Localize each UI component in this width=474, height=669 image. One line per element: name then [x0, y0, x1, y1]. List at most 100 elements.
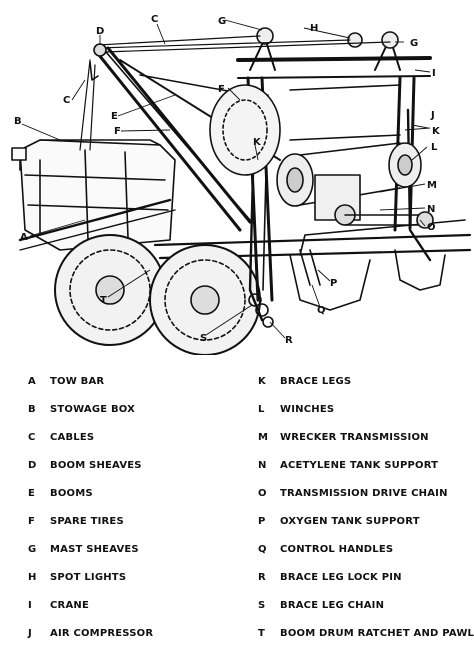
- wrecker-drawing: A B C C D E F F G G H I J K K L M N O P …: [11, 14, 472, 356]
- legend-letter: C: [28, 431, 36, 443]
- legend-label: SPARE TIRES: [50, 515, 124, 527]
- legend-item-booms: E BOOMS: [28, 479, 153, 507]
- callout-m: M: [427, 180, 437, 191]
- legend-item-air-compressor: J AIR COMPRESSOR: [28, 619, 153, 647]
- callout-e: E: [111, 111, 118, 122]
- callout-j: J: [430, 110, 435, 121]
- legend-item-stowage-box: B STOWAGE BOX: [28, 395, 153, 423]
- callout-p: P: [330, 278, 337, 289]
- legend-label: SPOT LIGHTS: [50, 571, 127, 583]
- control-handles: [299, 249, 321, 286]
- legend-letter: F: [28, 515, 36, 527]
- legend-letter: M: [258, 431, 269, 443]
- callout-l: L: [431, 142, 438, 153]
- legend-letter: O: [258, 487, 267, 499]
- legend-item-tow-bar: A TOW BAR: [28, 367, 153, 395]
- leader-lines: [21, 19, 431, 339]
- legend-item-oxygen-tank-support: P OXYGEN TANK SUPPORT: [258, 507, 474, 535]
- legend-letter: J: [28, 627, 32, 639]
- legend-label: TRANSMISSION DRIVE CHAIN: [280, 487, 448, 499]
- legend-item-brace-leg-chain: S BRACE LEG CHAIN: [258, 591, 474, 619]
- legend-label: BOOM DRUM RATCHET AND PAWL: [280, 627, 474, 639]
- legend-letter: B: [28, 403, 36, 415]
- legend-letter: P: [258, 515, 266, 527]
- brace-leg-chain: [248, 293, 274, 328]
- callout-n: N: [427, 204, 435, 215]
- legend-label: CRANE: [50, 599, 89, 611]
- legend-label: ACETYLENE TANK SUPPORT: [280, 459, 439, 471]
- callout-k-left: K: [253, 137, 262, 148]
- legend-label: MAST SHEAVES: [50, 543, 139, 555]
- callout-i: I: [432, 68, 436, 79]
- legend-label: AIR COMPRESSOR: [50, 627, 154, 639]
- callout-f-right: F: [218, 84, 225, 95]
- cables: [79, 35, 391, 151]
- legend-letter: R: [258, 571, 266, 583]
- legend-label: BOOMS: [50, 487, 93, 499]
- legend-letter: K: [258, 375, 266, 387]
- legend-item-wrecker-transmission: M WRECKER TRANSMISSION: [258, 423, 474, 451]
- legend-letter: D: [28, 459, 37, 471]
- callout-a: A: [20, 232, 28, 243]
- callout-labels: A B C C D E F F G G H I J K K L M N O P …: [14, 14, 441, 346]
- legend-letter: H: [28, 571, 37, 583]
- legend-label: BRACE LEGS: [280, 375, 352, 387]
- legend-item-control-handles: Q CONTROL HANDLES: [258, 535, 474, 563]
- callout-d: D: [96, 26, 104, 37]
- callout-h: H: [310, 23, 318, 34]
- callout-c-top: C: [151, 14, 158, 25]
- callout-o: O: [427, 222, 436, 233]
- callout-b: B: [14, 116, 22, 127]
- callout-q: Q: [317, 305, 326, 316]
- legend-letter: T: [258, 627, 266, 639]
- legend-letter: I: [28, 599, 32, 611]
- legend-item-boom-drum-ratchet-and-pawl: T BOOM DRUM RATCHET AND PAWL: [258, 619, 474, 647]
- legend-label: STOWAGE BOX: [50, 403, 136, 415]
- spare-tire: [209, 84, 281, 176]
- callout-c-left: C: [63, 95, 70, 106]
- legend-label: OXYGEN TANK SUPPORT: [280, 515, 420, 527]
- legend-label: CONTROL HANDLES: [280, 543, 394, 555]
- legend-label: WRECKER TRANSMISSION: [280, 431, 429, 443]
- legend-letter: Q: [258, 543, 267, 555]
- legend-letter: E: [28, 487, 36, 499]
- legend-item-brace-legs: K BRACE LEGS: [258, 367, 474, 395]
- legend-letter: S: [258, 599, 266, 611]
- rear-wheels: [54, 234, 261, 356]
- legend-item-winches: L WINCHES: [258, 395, 474, 423]
- legend-letter: A: [28, 375, 36, 387]
- callout-g-right: G: [410, 38, 418, 49]
- parts-legend: A TOW BAR B STOWAGE BOX C CABLES D BOOM SHEA…: [0, 355, 474, 669]
- legend-item-acetylene-tank-support: N ACETYLENE TANK SUPPORT: [258, 451, 474, 479]
- legend-label: TOW BAR: [50, 375, 105, 387]
- legend-item-cables: C CABLES: [28, 423, 153, 451]
- legend-item-brace-leg-lock-pin: R BRACE LEG LOCK PIN: [258, 563, 474, 591]
- legend-item-crane: I CRANE: [28, 591, 153, 619]
- legend-label: BOOM SHEAVES: [50, 459, 142, 471]
- legend-label: BRACE LEG LOCK PIN: [280, 571, 402, 583]
- legend-item-spot-lights: H SPOT LIGHTS: [28, 563, 153, 591]
- legend-item-mast-sheaves: G MAST SHEAVES: [28, 535, 153, 563]
- callout-s: S: [200, 333, 207, 344]
- tow-bar: [18, 198, 176, 251]
- callout-r: R: [285, 335, 293, 346]
- callout-t: T: [100, 295, 107, 306]
- winches: [276, 142, 422, 207]
- legend-letter: L: [258, 403, 265, 415]
- legend-label: BRACE LEG CHAIN: [280, 599, 385, 611]
- callout-f-left: F: [114, 126, 121, 137]
- legend-column-right: K BRACE LEGS L WINCHES M WRECKER TRANSMISSI…: [258, 367, 474, 647]
- legend-letter: N: [258, 459, 267, 471]
- booms: [93, 44, 281, 232]
- legend-label: WINCHES: [280, 403, 335, 415]
- truck-body: [11, 139, 176, 251]
- legend-item-spare-tires: F SPARE TIRES: [28, 507, 153, 535]
- legend-label: CABLES: [50, 431, 95, 443]
- legend-letter: G: [28, 543, 37, 555]
- legend-item-boom-sheaves: D BOOM SHEAVES: [28, 451, 153, 479]
- wrecker-transmission: [314, 174, 434, 229]
- callout-k-right: K: [432, 126, 441, 137]
- legend-column-left: A TOW BAR B STOWAGE BOX C CABLES D BOOM SHEA…: [28, 367, 153, 647]
- wrecker-truck-illustration: A B C C D E F F G G H I J K K L M N O P …: [11, 14, 472, 356]
- callout-g-left: G: [218, 16, 226, 27]
